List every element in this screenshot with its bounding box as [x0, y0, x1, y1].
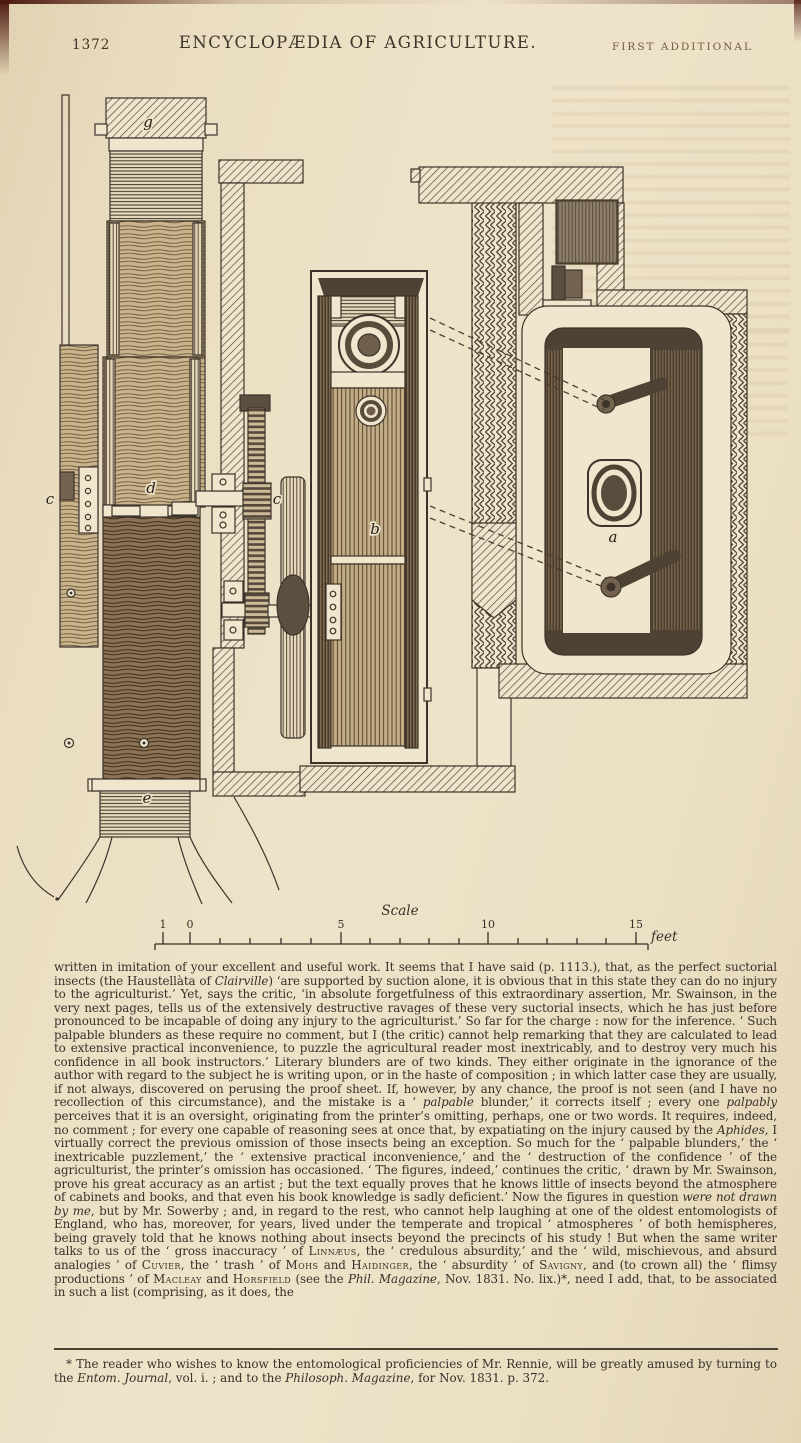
footnote-rule	[54, 1348, 778, 1350]
gear-assembly	[171, 394, 329, 739]
figure-label-c-left: c	[46, 490, 55, 508]
scale-tick-label: 1	[160, 918, 167, 931]
scale-tick-label: 0	[187, 918, 194, 931]
figure-label-c-mid: c	[273, 490, 282, 508]
figure-label-b: b	[370, 520, 380, 538]
figure-label-a: a	[609, 528, 618, 546]
page-edge-shadow	[794, 0, 801, 42]
scale-title: Scale	[381, 903, 418, 919]
scale-tick-label: 15	[629, 918, 643, 931]
body-paragraph: written in imitation of your excellent a…	[54, 961, 777, 1300]
footnote-text: * The reader who wishes to know the ento…	[54, 1357, 777, 1385]
cabinet-front-view	[299, 270, 516, 793]
scale-tick-label: 10	[481, 918, 495, 931]
page-number: 1372	[72, 37, 111, 53]
figure-label-g: g	[143, 113, 153, 131]
figure-label-e: e	[143, 789, 152, 807]
machine-engraving: g c d c b a e Scale 1 0 5 10 15 feet	[16, 94, 748, 950]
page-edge-shadow	[0, 0, 801, 4]
scale-unit: feet	[650, 929, 678, 945]
header-title: ENCYCLOPÆDIA OF AGRICULTURE.	[178, 33, 538, 52]
scale-bar: Scale 1 0 5 10 15 feet	[154, 903, 678, 950]
left-press-column	[16, 94, 306, 905]
figure-labels: g c d c b a e	[44, 111, 619, 809]
chamber-section-view	[410, 166, 748, 767]
figure-label-d: d	[146, 479, 156, 497]
scale-tick-label: 5	[338, 918, 345, 931]
edition-label: FIRST ADDITIONAL	[612, 41, 753, 53]
